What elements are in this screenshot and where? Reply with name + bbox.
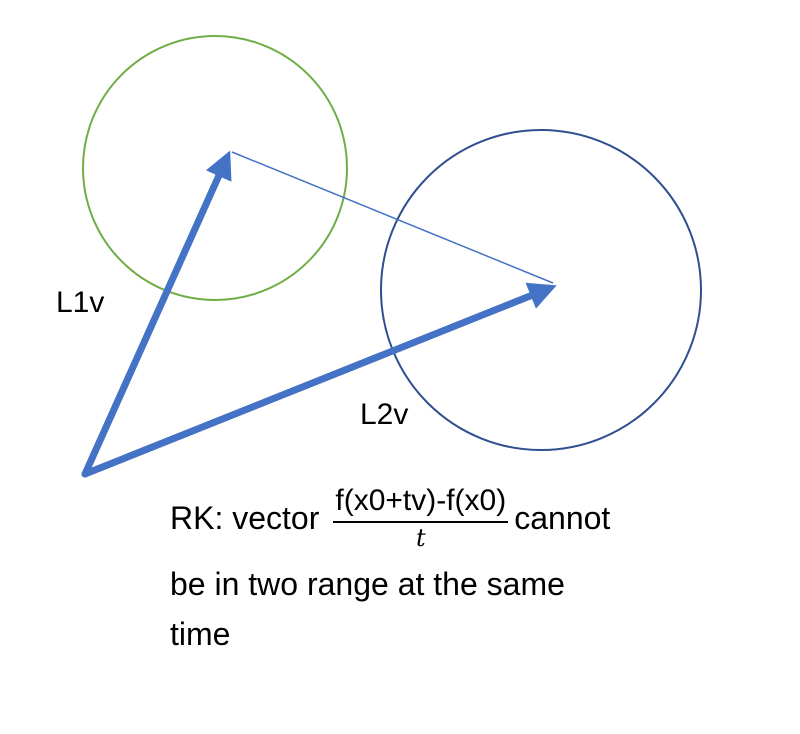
fraction-denominator: t bbox=[415, 523, 426, 552]
range-circle-l1 bbox=[82, 35, 348, 301]
caption-prefix: RK: vector bbox=[170, 500, 320, 536]
caption-suffix: cannot bbox=[514, 500, 611, 536]
connector-line bbox=[231, 151, 554, 284]
label-l2v: L2v bbox=[360, 398, 409, 431]
remark-caption: RK: vector f(x0+tv)-f(x0) t cannot be in… bbox=[170, 478, 770, 658]
fraction-numerator: f(x0+tv)-f(x0) bbox=[333, 484, 509, 523]
vector-l2v bbox=[81, 282, 557, 478]
range-circle-l2 bbox=[380, 129, 702, 451]
caption-line-3: time bbox=[170, 616, 231, 652]
vector-l1v bbox=[81, 150, 232, 478]
label-l1v: L1v bbox=[56, 286, 105, 319]
caption-line-1: RK: vector f(x0+tv)-f(x0) t cannot bbox=[170, 478, 770, 558]
fraction: f(x0+tv)-f(x0) t bbox=[333, 484, 509, 553]
caption-line-2: be in two range at the same bbox=[170, 566, 565, 602]
